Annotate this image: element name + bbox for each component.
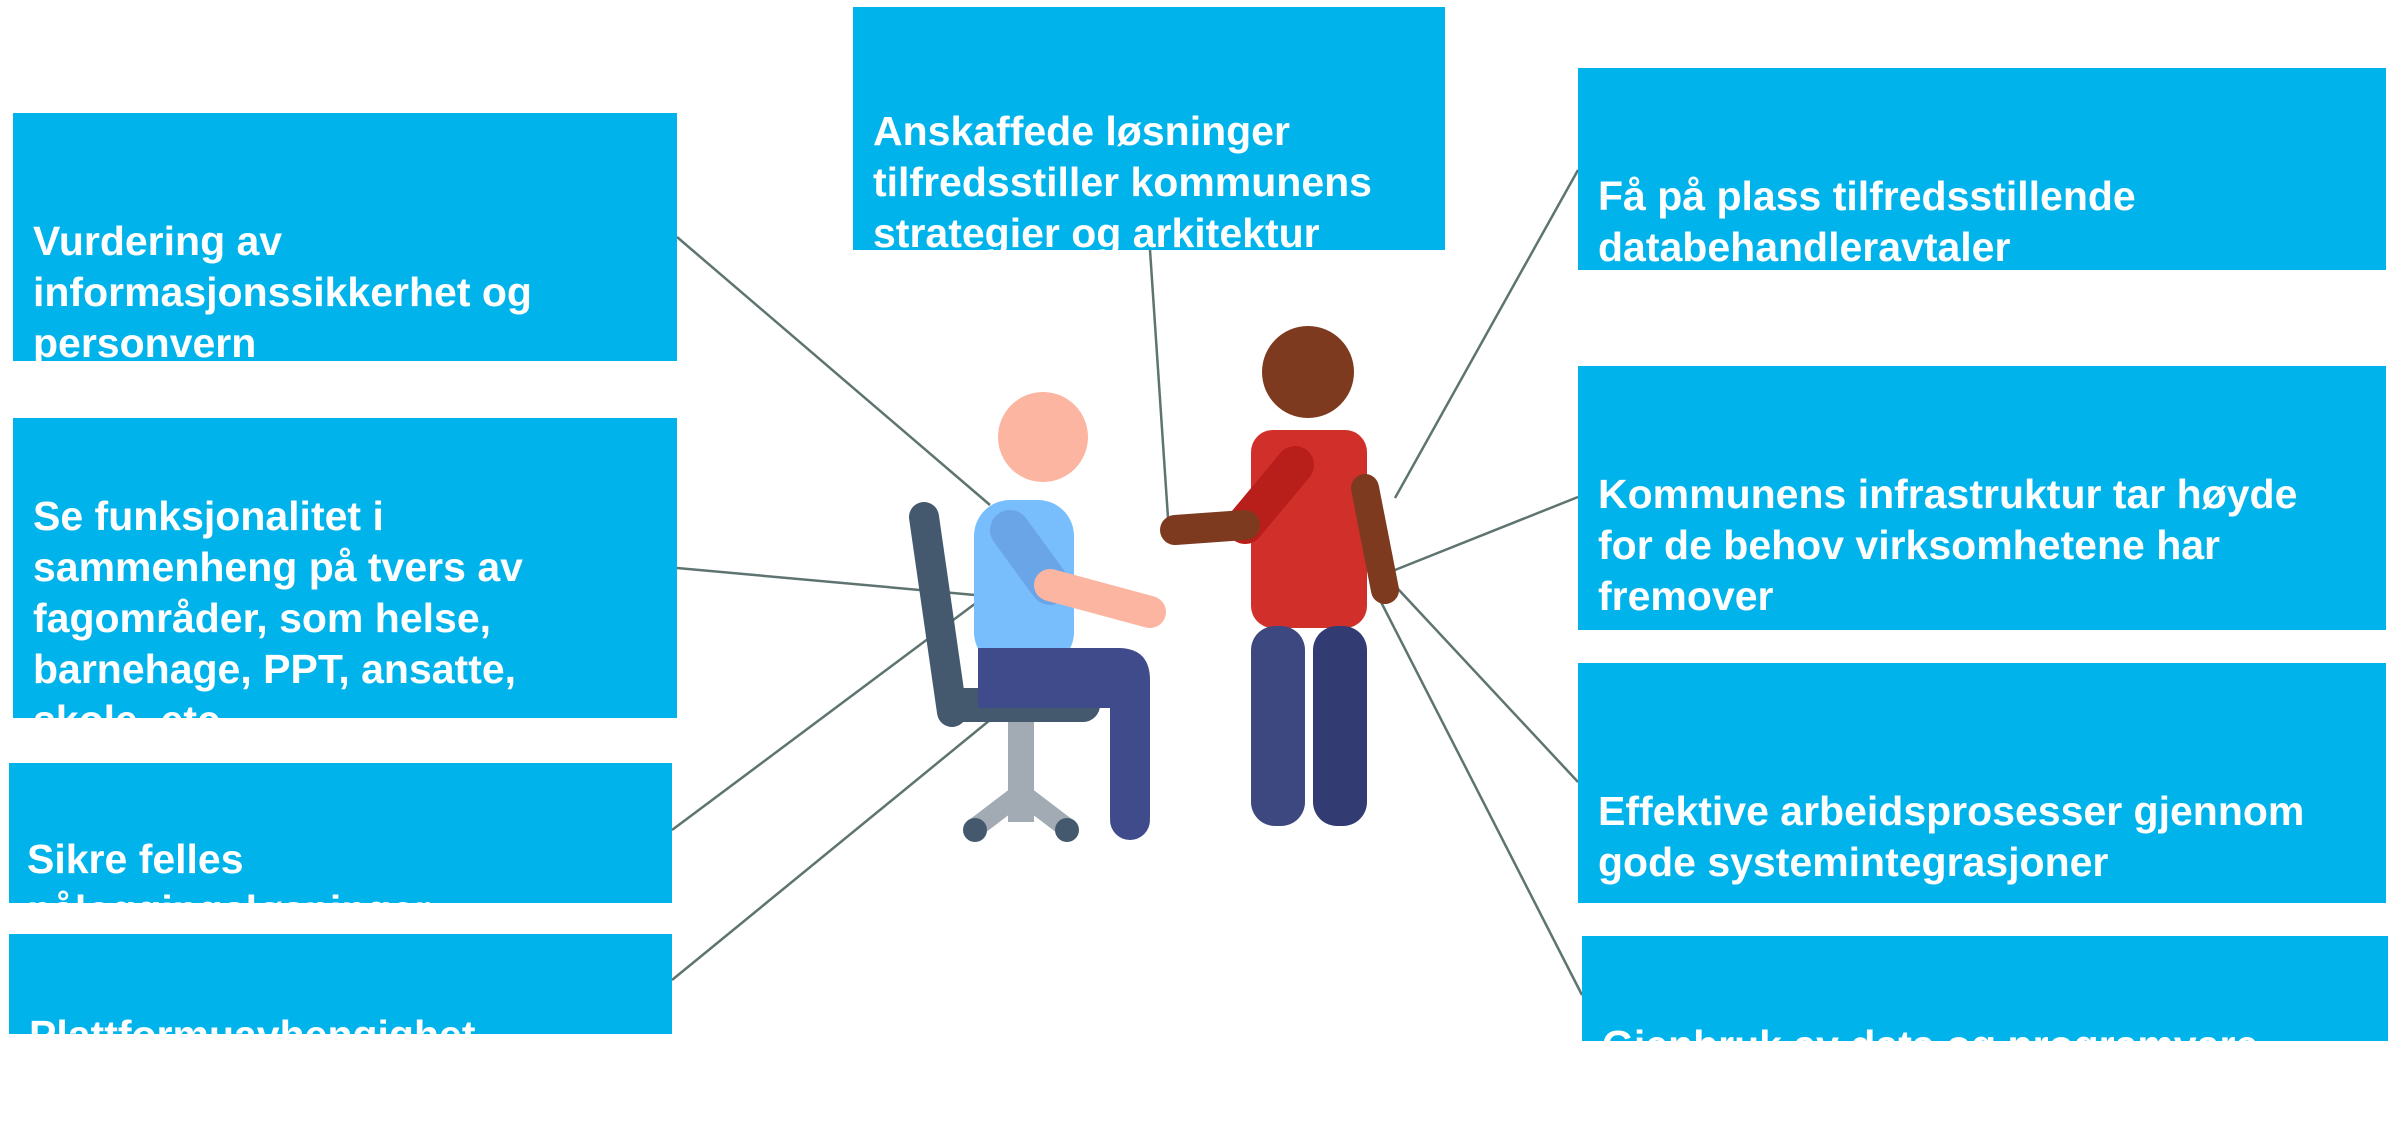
connector-gjenbruk [1378,599,1584,996]
box-anskaffede-text: Anskaffede løsninger tilfredsstiller kom… [873,108,1372,256]
connector-infrastruktur [1389,495,1579,574]
box-gjenbruk-text: Gjenbruk av data og programvare [1602,1022,2259,1068]
box-funksjonalitet-text: Se funksjonalitet i sammenheng på tvers … [33,493,523,743]
box-anskaffede: Anskaffede løsninger tilfredsstiller kom… [853,7,1445,256]
box-infrastruktur: Kommunens infrastruktur tar høyde for de… [1578,366,2386,630]
box-arbeidsprosesser-text: Effektive arbeidsprosesser gjennom gode … [1598,788,2305,885]
standing-person-icon [1160,326,1399,826]
box-vurdering-text: Vurdering av informasjonssikkerhet og pe… [33,218,532,366]
box-databehandler: Få på plass tilfredsstillende databehand… [1578,68,2386,270]
connector-arbeidsprosesser [1384,574,1579,783]
box-gjenbruk: Gjenbruk av data og programvare [1582,936,2388,1068]
seated-person-icon [974,392,1166,840]
box-palogging-text: Sikre felles påloggingsløsninger [27,836,431,933]
connector-plattform [671,719,991,981]
connector-databehandler [1393,169,1580,499]
two-people-meeting-icon [909,326,1399,842]
box-arbeidsprosesser: Effektive arbeidsprosesser gjennom gode … [1578,663,2386,903]
connector-lines [671,169,1584,996]
box-funksjonalitet: Se funksjonalitet i sammenheng på tvers … [13,418,677,743]
box-palogging: Sikre felles påloggingsløsninger [9,763,672,933]
box-plattform-text: Plattformuavhengighet [29,1012,476,1058]
box-plattform: Plattformuavhengighet [9,934,672,1058]
connector-anskaffede [1148,249,1170,519]
box-vurdering: Vurdering av informasjonssikkerhet og pe… [13,113,677,366]
box-infrastruktur-text: Kommunens infrastruktur tar høyde for de… [1598,471,2298,619]
box-databehandler-text: Få på plass tilfredsstillende databehand… [1598,173,2136,270]
connector-vurdering [676,236,991,506]
